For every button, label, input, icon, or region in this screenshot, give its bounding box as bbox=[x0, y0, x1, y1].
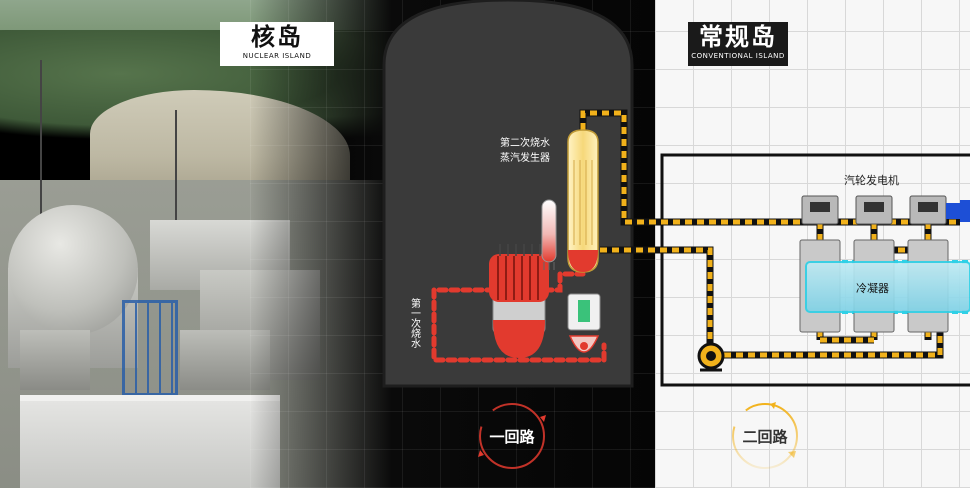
secondary-loop-label: 二回路 bbox=[742, 428, 788, 446]
nuclear-island-title: 核岛 bbox=[251, 23, 303, 51]
pressurizer bbox=[541, 199, 557, 270]
conventional-island-frame bbox=[660, 153, 970, 387]
primary-loop bbox=[431, 271, 607, 363]
coolant-pump bbox=[567, 293, 601, 353]
nuclear-island-subtitle: NUCLEAR ISLAND bbox=[242, 52, 312, 60]
generator-block bbox=[946, 203, 960, 219]
condenser-label: 冷凝器 bbox=[856, 281, 889, 295]
steam-generator bbox=[567, 129, 599, 273]
condenser bbox=[805, 261, 970, 313]
primary-loop-indicator: 一回路 bbox=[478, 403, 546, 469]
primary-loop-label: 一回路 bbox=[489, 428, 535, 446]
turbine-generator-label: 汽轮发电机 bbox=[844, 173, 899, 187]
conventional-island-label: 常规岛 CONVENTIONAL ISLAND bbox=[688, 22, 788, 66]
secondary-loop-indicator: 二回路 bbox=[732, 402, 798, 469]
primary-water-label: 第一次烧水 bbox=[409, 297, 421, 348]
nuclear-island-label: 核岛 NUCLEAR ISLAND bbox=[220, 22, 334, 66]
turbine-hall-photo bbox=[20, 395, 280, 488]
reactor-dome-photo bbox=[8, 205, 138, 335]
conventional-island-subtitle: CONVENTIONAL ISLAND bbox=[691, 52, 785, 60]
conventional-island-title: 常规岛 bbox=[699, 23, 777, 51]
steam-generator-label-1: 第二次烧水 bbox=[500, 136, 550, 149]
secondary-loop bbox=[579, 109, 960, 359]
feedwater-pump bbox=[697, 342, 725, 372]
reactor-vessel bbox=[489, 244, 549, 358]
steam-generator-label-2: 蒸汽发生器 bbox=[500, 151, 550, 164]
